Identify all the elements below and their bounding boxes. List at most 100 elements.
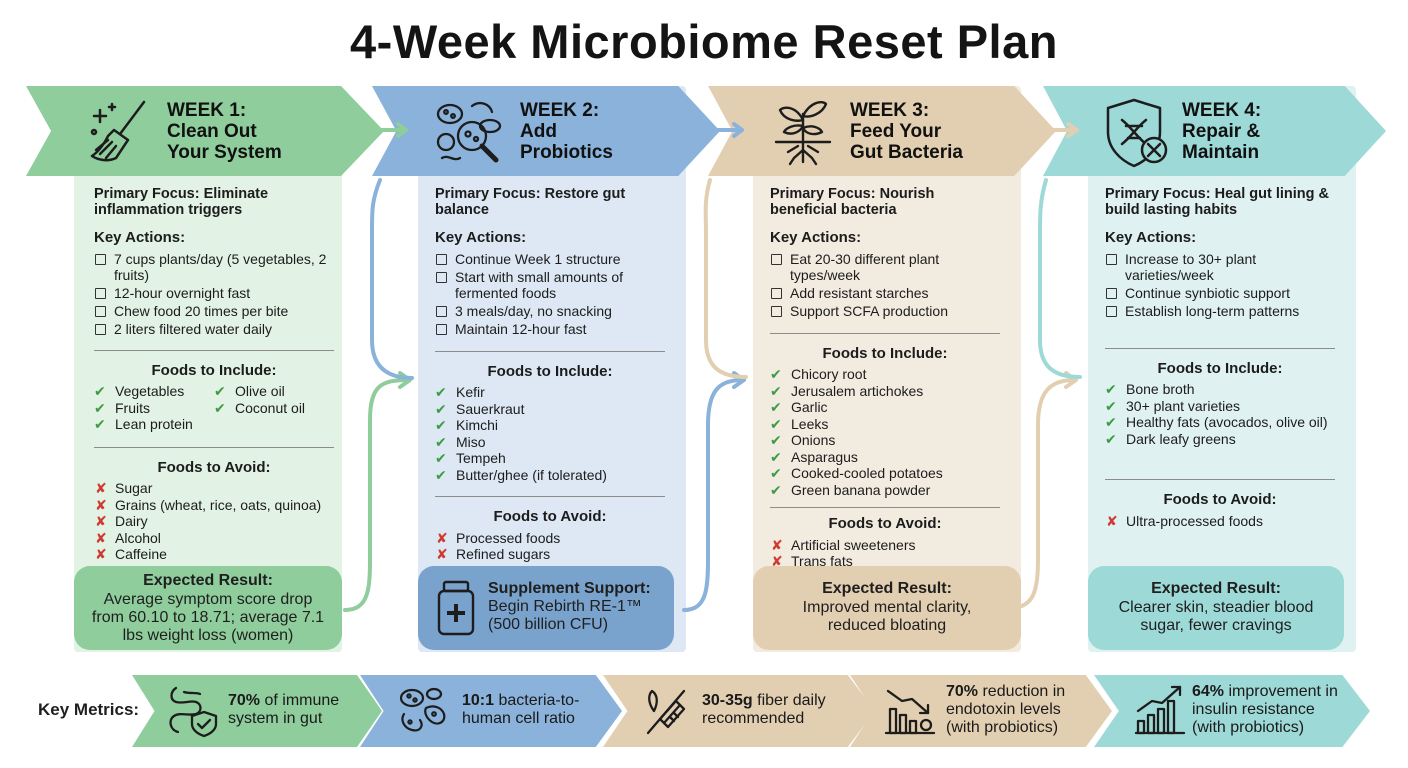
week-1-title-line1: Clean Out — [167, 121, 257, 142]
week-3-action: Support SCFA production — [770, 303, 1000, 320]
metric-2-text: 10:1 bacteria-to-human cell ratio — [462, 692, 602, 728]
include-item: Healthy fats (avocados, olive oil) — [1105, 414, 1335, 431]
include-item: Lean protein — [94, 416, 214, 433]
week-2-action: Start with small amounts of fermented fo… — [435, 269, 665, 302]
avoid-item: Refined sugars — [435, 546, 665, 563]
include-item: Cooked-cooled potatoes — [770, 465, 1000, 482]
metric-caption: improvement in insulin resistance (with … — [1192, 683, 1338, 736]
include-item: Olive oil — [214, 383, 334, 400]
rising-chart-icon — [1134, 685, 1186, 735]
expected-result-text: Average symptom score drop from 60.10 to… — [91, 591, 325, 644]
expected-result-text: Improved mental clarity, reduced bloatin… — [802, 599, 972, 634]
sprout-icon — [774, 101, 832, 166]
divider — [435, 350, 665, 352]
dna-shield-icon — [1106, 98, 1168, 168]
week-1-include-list: Vegetables Olive oil Fruits Coconut oil … — [94, 383, 334, 433]
metric-value: 64% — [1192, 683, 1225, 700]
week-4-label: WEEK 4: — [1182, 100, 1262, 121]
avoid-item: Trans fats — [770, 553, 1000, 570]
week-1-body: Primary Focus: Eliminate inflammation tr… — [94, 186, 334, 563]
avoid-item: Caffeine — [94, 546, 334, 563]
include-item: Kefir — [435, 384, 665, 401]
week-3-include-heading: Foods to Include: — [822, 344, 948, 362]
metric-4-text: 70% reduction in endotoxin levels (with … — [946, 683, 1086, 737]
week-3-banner — [708, 86, 1056, 176]
week-4-key-actions-heading: Key Actions: — [1105, 229, 1197, 246]
bacteria-icon — [399, 687, 446, 732]
metric-2-banner — [360, 675, 622, 747]
metric-value: 70% — [228, 692, 261, 709]
week-4-include-heading: Foods to Include: — [1157, 359, 1283, 377]
include-item: Dark leafy greens — [1105, 431, 1335, 448]
declining-chart-icon — [884, 689, 936, 735]
week-2-title-line2: Probiotics — [520, 142, 613, 163]
week-4-title-line2: Maintain — [1182, 142, 1260, 163]
week-3-expected-result: Expected Result: Improved mental clarity… — [753, 566, 1021, 650]
week-1-action: Chew food 20 times per bite — [94, 303, 334, 320]
week-2-body: Primary Focus: Restore gut balance Key A… — [435, 186, 665, 563]
week-3-action: Eat 20-30 different plant types/week — [770, 251, 1000, 284]
divider — [1105, 347, 1335, 349]
week-4-banner — [1043, 86, 1386, 176]
avoid-item: Sugar — [94, 480, 334, 497]
metric-1-banner — [132, 675, 382, 747]
week-1-key-actions-heading: Key Actions: — [94, 229, 186, 246]
week-1-include-heading: Foods to Include: — [151, 361, 277, 379]
week-1-banner — [26, 86, 384, 176]
page-title: 4-Week Microbiome Reset Plan — [350, 15, 1058, 68]
metric-1-text: 70% of immune system in gut — [228, 692, 360, 728]
week-3-action: Add resistant starches — [770, 285, 1000, 302]
include-item: Tempeh — [435, 450, 665, 467]
include-item: Green banana powder — [770, 482, 1000, 499]
week-4-action: Establish long-term patterns — [1105, 303, 1335, 320]
week-2-action: Continue Week 1 structure — [435, 251, 665, 268]
week-2-label: WEEK 2: — [520, 100, 600, 121]
week-1-title-line2: Your System — [167, 142, 282, 163]
supplement-text: Begin Rebirth RE-1™ (500 billion CFU) — [488, 598, 642, 633]
week-2-action: 3 meals/day, no snacking — [435, 303, 665, 320]
metric-4-banner — [850, 675, 1112, 747]
week-3-body: Primary Focus: Nourish beneficial bacter… — [770, 186, 1000, 570]
include-item: Leeks — [770, 416, 1000, 433]
week-4-column — [1088, 86, 1356, 652]
week-4-focus: Primary Focus: Heal gut lining & build l… — [1105, 186, 1329, 218]
week-1-label: WEEK 1: — [167, 100, 247, 121]
metric-caption: bacteria-to-human cell ratio — [462, 692, 580, 727]
week-3-key-actions-heading: Key Actions: — [770, 229, 862, 246]
include-item: Bone broth — [1105, 381, 1335, 398]
expected-result-heading: Expected Result: — [822, 580, 952, 597]
week-3-title-line2: Gut Bacteria — [850, 142, 963, 163]
week-3-label: WEEK 3: — [850, 100, 930, 121]
week-2-action: Maintain 12-hour fast — [435, 321, 665, 338]
week-4-body: Primary Focus: Heal gut lining & build l… — [1105, 186, 1335, 529]
gut-shield-icon — [169, 686, 218, 738]
expected-result-text: Clearer skin, steadier blood sugar, fewe… — [1118, 599, 1314, 634]
metric-value: 70% — [946, 683, 979, 700]
include-item: Sauerkraut — [435, 401, 665, 418]
week-2-include-heading: Foods to Include: — [487, 362, 613, 380]
divider — [94, 349, 334, 351]
avoid-item: Alcohol — [94, 530, 334, 547]
week-1-action: 2 liters filtered water daily — [94, 321, 334, 338]
expected-result-heading: Expected Result: — [1151, 580, 1281, 597]
metric-caption: of immune system in gut — [228, 692, 340, 727]
week-4-action: Increase to 30+ plant varieties/week — [1105, 251, 1335, 284]
metric-caption: reduction in endotoxin levels (with prob… — [946, 683, 1066, 736]
avoid-item: Processed foods — [435, 530, 665, 547]
avoid-item: Artificial sweeteners — [770, 537, 1000, 554]
week-3-focus: Primary Focus: Nourish beneficial bacter… — [770, 186, 935, 218]
include-item: Chicory root — [770, 366, 1000, 383]
week-2-key-actions-heading: Key Actions: — [435, 229, 527, 246]
supplement-heading: Supplement Support: — [488, 580, 651, 597]
expected-result-heading: Expected Result: — [143, 572, 273, 589]
week-4-avoid-heading: Foods to Avoid: — [1163, 491, 1277, 508]
metric-3-text: 30-35g fiber daily recommended — [702, 692, 842, 728]
metric-value: 30-35g — [702, 692, 753, 709]
week-3-title-line1: Feed Your — [850, 121, 942, 142]
week-1-avoid-heading: Foods to Avoid: — [157, 458, 271, 476]
fiber-stalk-icon — [646, 689, 686, 735]
week-2-avoid-heading: Foods to Avoid: — [493, 508, 607, 525]
metric-caption: fiber daily recommended — [702, 692, 826, 727]
